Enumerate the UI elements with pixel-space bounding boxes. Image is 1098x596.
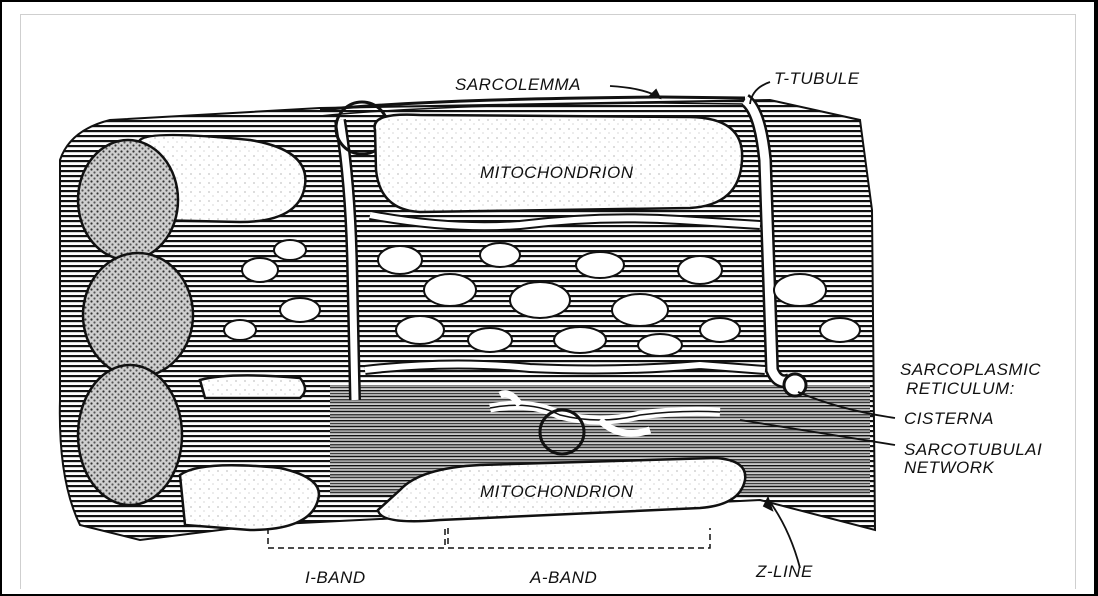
mitochondrion-bottom-label: MITOCHONDRION (480, 482, 634, 501)
nuclei (78, 140, 193, 505)
i-band-label: I-BAND (305, 568, 366, 587)
sarcolemma-label: SARCOLEMMA (455, 75, 581, 94)
sarcoplasmic-label-line1: SARCOPLASMIC (900, 360, 1041, 379)
sarcotubular-label-line2: NETWORK (904, 458, 995, 477)
cisterna-marker (784, 374, 806, 396)
a-band-label: A-BAND (529, 568, 597, 587)
sarcotubular-label-line1: SARCOTUBULAI (904, 440, 1042, 459)
sarcoplasmic-label-line2: RETICULUM: (906, 379, 1015, 398)
mitochondrion-top-label: MITOCHONDRION (480, 163, 634, 182)
cisterna-label: CISTERNA (904, 409, 994, 428)
z-line-label: Z-LINE (755, 562, 813, 581)
band-brackets (268, 528, 710, 548)
t-tubule-label: T-TUBULE (774, 69, 860, 88)
